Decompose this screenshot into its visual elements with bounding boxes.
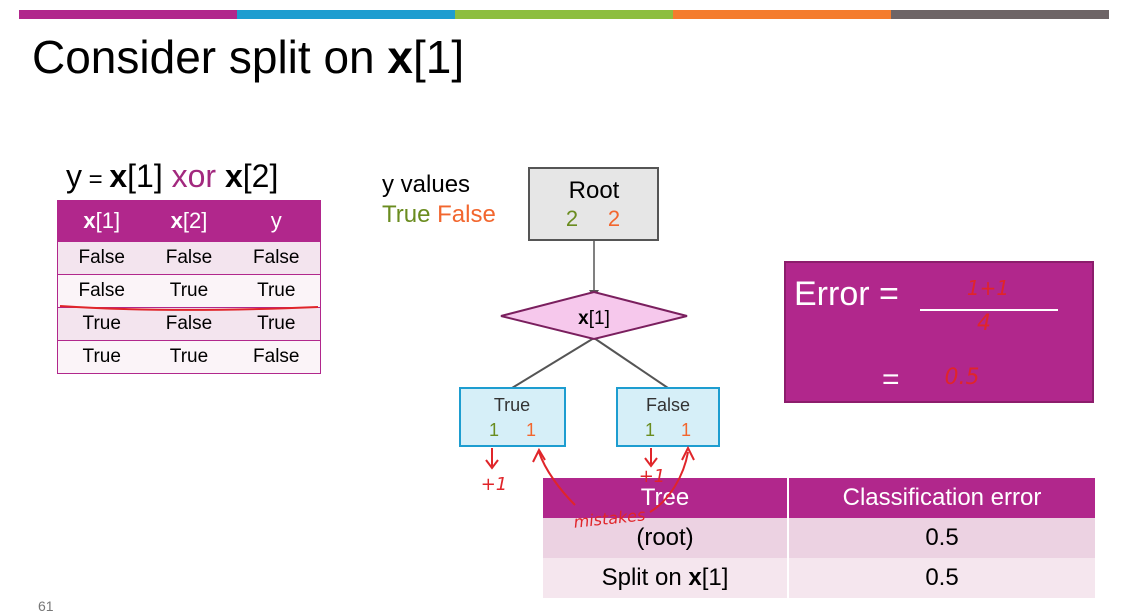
top-color-bar	[19, 10, 1109, 19]
leaf-true-false-count: 1	[526, 420, 536, 440]
slide-title: Consider split on x[1]	[32, 34, 464, 80]
root-true-count: 2	[566, 206, 578, 231]
leaf-node-false: False 1 1	[616, 387, 720, 447]
error-equals: =	[882, 363, 900, 396]
results-error-cell: 0.5	[787, 558, 1095, 598]
root-label: Root	[569, 177, 620, 204]
top-bar-segment-5	[891, 10, 1109, 19]
results-error-cell: 0.5	[787, 518, 1095, 558]
results-tree-cell: (root)	[543, 518, 788, 558]
header-x2: x[2]	[145, 200, 233, 242]
table-cell: True	[232, 307, 321, 341]
table-row: True True False	[57, 340, 321, 374]
results-tree-cell: Split on x[1]	[543, 558, 788, 598]
legend-false: False	[437, 201, 496, 228]
results-table: Tree Classification error (root) 0.5 Spl…	[543, 478, 1095, 598]
truth-table-header: x[1] x[2] y	[57, 200, 321, 242]
top-bar-segment-2	[237, 10, 455, 19]
leaf-false-true-count: 1	[645, 420, 655, 440]
formula-y: y	[66, 158, 82, 194]
title-text: Consider split on	[32, 31, 388, 83]
table-row: True False True	[57, 307, 321, 341]
formula-x2-index: [2]	[242, 158, 279, 194]
table-cell: False	[145, 241, 233, 275]
table-cell: True	[57, 307, 146, 341]
truth-table: x[1] x[2] y False False False False True…	[57, 200, 321, 374]
table-cell: True	[57, 340, 146, 374]
top-bar-segment-4	[673, 10, 891, 19]
error-label: Error =	[794, 275, 899, 313]
error-box: Error = =	[784, 261, 1094, 403]
fraction-line	[920, 309, 1058, 311]
xor-formula: y = x[1] xor x[2]	[66, 160, 278, 192]
y-values-legend: y values True False	[382, 170, 496, 230]
title-index: [1]	[413, 31, 465, 83]
root-false-count: 2	[608, 206, 620, 231]
table-cell: True	[145, 274, 233, 308]
table-cell: True	[232, 274, 321, 308]
formula-equals: =	[82, 166, 110, 193]
leaf-false-false-count: 1	[681, 420, 691, 440]
top-bar-segment-1	[19, 10, 237, 19]
header-tree: Tree	[543, 478, 788, 518]
leaf-node-true: True 1 1	[459, 387, 566, 447]
table-row: (root) 0.5	[543, 518, 1095, 558]
legend-true: True	[382, 201, 431, 228]
leaf-true-label: True	[494, 395, 530, 415]
formula-x1-index: [1]	[127, 158, 163, 194]
leaf-true-true-count: 1	[489, 420, 499, 440]
table-row: False False False	[57, 241, 321, 275]
table-cell: True	[145, 340, 233, 374]
results-header: Tree Classification error	[543, 478, 1095, 518]
table-cell: False	[57, 274, 146, 308]
formula-x2: x	[224, 158, 243, 194]
table-row: Split on x[1] 0.5	[543, 558, 1095, 598]
header-y: y	[232, 200, 321, 242]
table-cell: False	[57, 241, 146, 275]
header-x1: x[1]	[57, 200, 146, 242]
top-bar-segment-3	[455, 10, 673, 19]
table-cell: False	[232, 340, 321, 374]
edge-split-left	[511, 337, 595, 389]
y-values-label: y values	[382, 171, 471, 198]
title-bold-x: x	[387, 31, 413, 83]
edge-split-right	[593, 337, 669, 389]
table-cell: False	[145, 307, 233, 341]
formula-x1: x	[109, 158, 128, 194]
leaf-false-label: False	[646, 395, 690, 415]
split-node-x1: x[1]	[500, 290, 688, 341]
table-cell: False	[232, 241, 321, 275]
split-label: x[1]	[578, 308, 610, 329]
formula-xor: xor	[162, 158, 225, 194]
header-classification-error: Classification error	[787, 478, 1095, 518]
page-number: 61	[38, 598, 54, 614]
table-row: False True True	[57, 274, 321, 308]
root-node: Root 2 2	[528, 167, 659, 241]
